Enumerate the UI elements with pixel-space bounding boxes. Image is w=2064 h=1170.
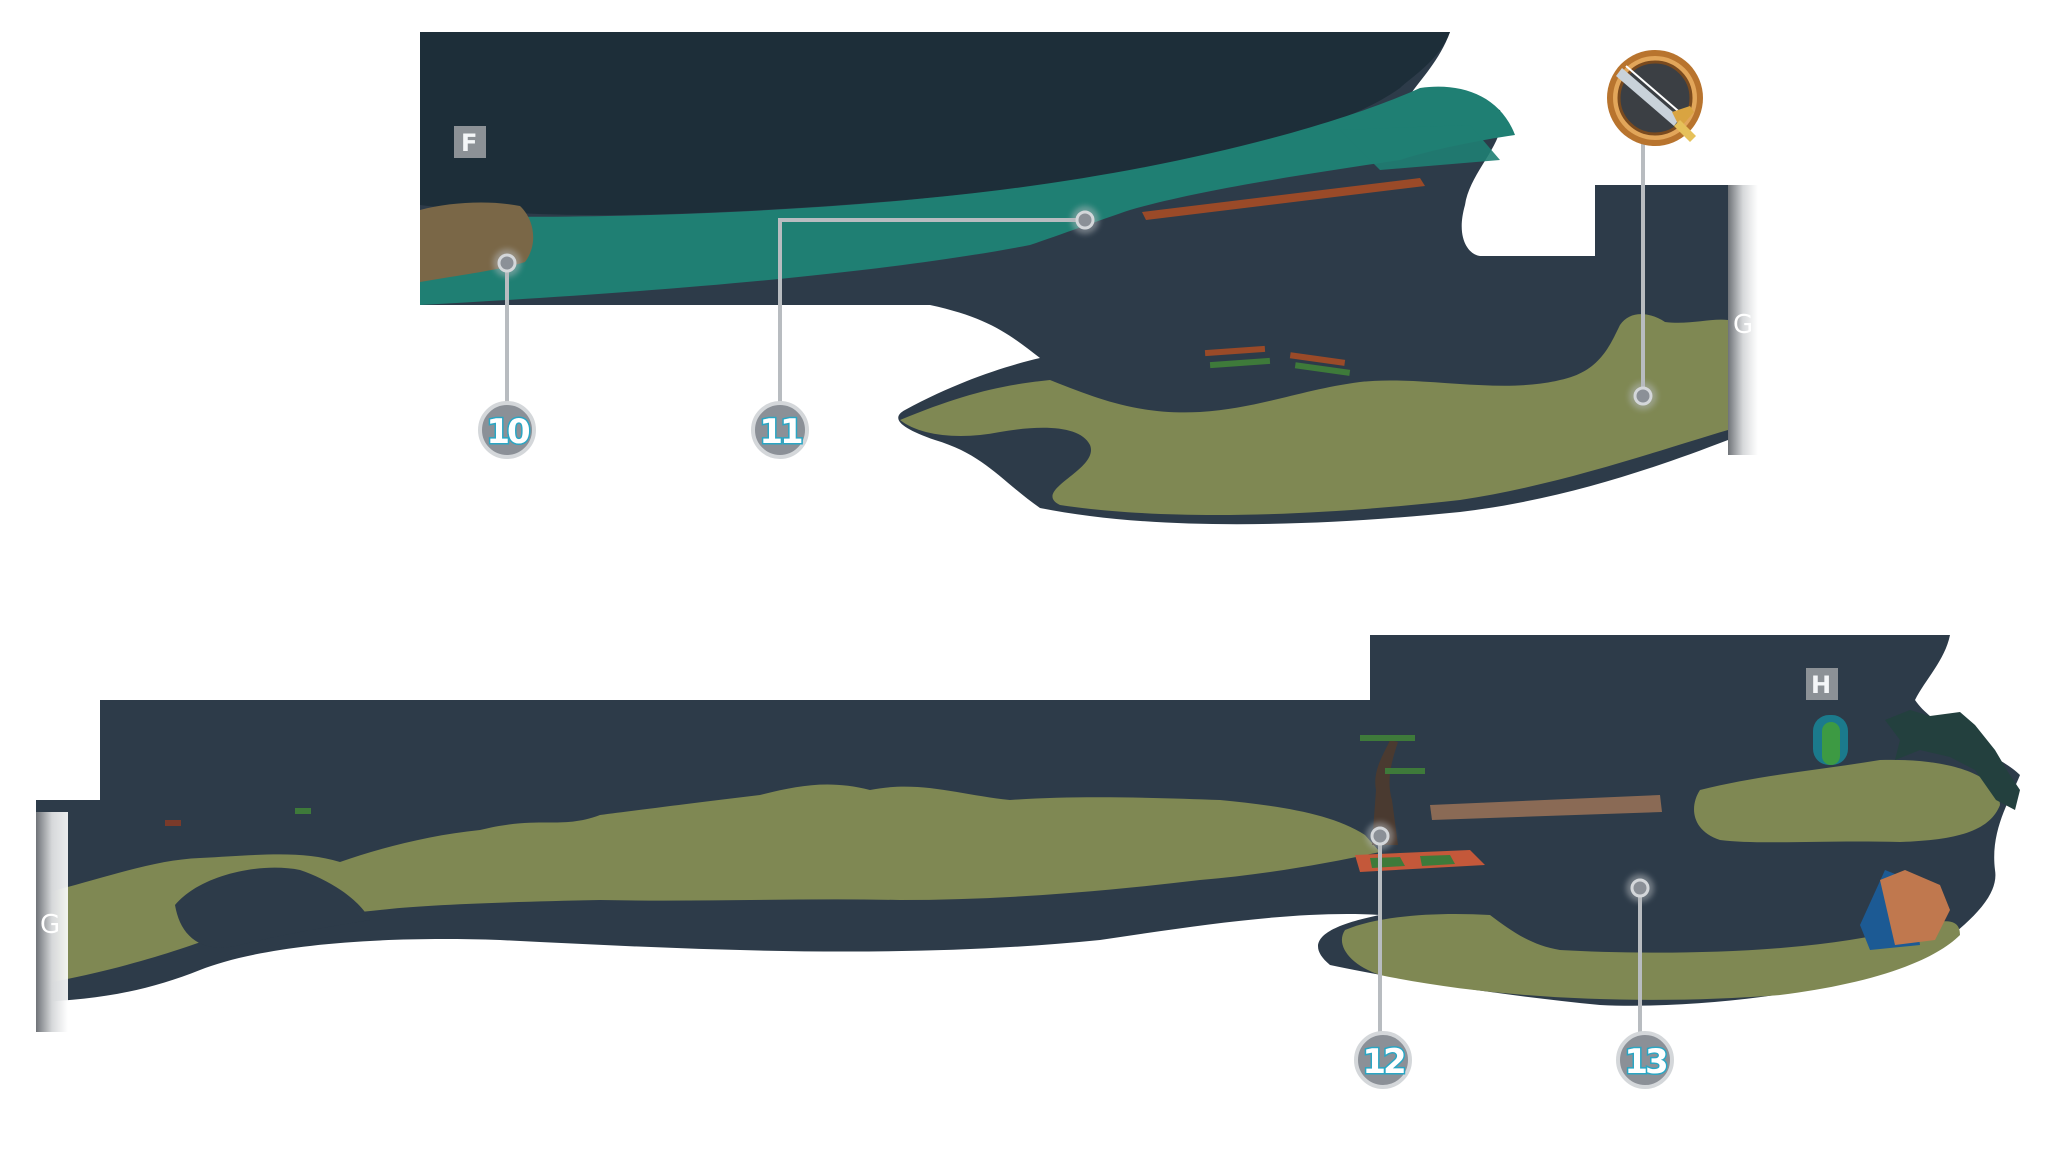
lower-pocket xyxy=(175,867,370,948)
lower-ground-strip xyxy=(36,784,1380,985)
area-label-h-box xyxy=(1806,668,1838,700)
anchor-markers xyxy=(493,206,1657,902)
callout-11-label: 11 xyxy=(759,412,802,452)
small-debris xyxy=(165,820,181,826)
water-tributary xyxy=(1340,125,1500,170)
callout-13-label: 13 xyxy=(1624,1042,1666,1082)
callout-13[interactable]: 13 xyxy=(1616,1031,1674,1089)
tree xyxy=(1360,735,1425,845)
upper-map-section: G F xyxy=(420,32,1758,525)
area-label-f: F xyxy=(461,129,477,157)
callout-11[interactable]: 11 xyxy=(751,401,809,459)
exit-bar-g[interactable] xyxy=(1728,185,1758,455)
bridge-planks xyxy=(1142,178,1425,220)
upper-ceiling xyxy=(420,32,1450,216)
entry-bar-g[interactable] xyxy=(36,812,68,1032)
lower-bridge xyxy=(1430,795,1662,820)
entry-label-g: G xyxy=(40,910,60,940)
area-label-h: H xyxy=(1811,671,1831,699)
water-channel xyxy=(420,86,1515,305)
callout-12[interactable]: 12 xyxy=(1354,1031,1412,1089)
crystal-rocks xyxy=(1860,870,1950,950)
creature-silhouette xyxy=(1885,710,2020,810)
callout-10-label: 10 xyxy=(486,412,530,452)
area-label-f-box xyxy=(454,126,486,158)
upper-ground xyxy=(900,314,1728,516)
exit-label-g: G xyxy=(1733,310,1753,340)
callout-10[interactable]: 10 xyxy=(478,401,536,459)
debris-planks xyxy=(1204,345,1351,376)
door-icon[interactable] xyxy=(1813,715,1848,765)
callout-lines xyxy=(505,142,1645,1040)
right-lower-ground xyxy=(1341,913,1960,1000)
sword-emblem-icon[interactable] xyxy=(1607,50,1703,146)
right-upper-ground xyxy=(1694,759,2000,843)
callout-12-label: 12 xyxy=(1362,1042,1404,1082)
lower-map-section: H G xyxy=(36,635,2020,1032)
